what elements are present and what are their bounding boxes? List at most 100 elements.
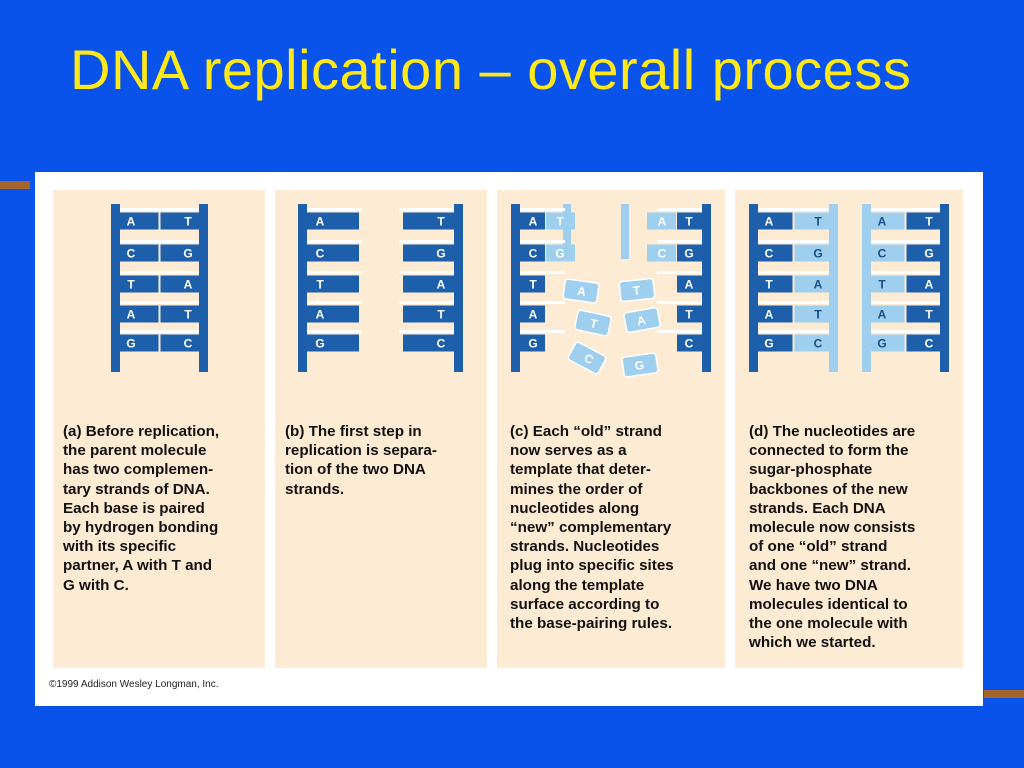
- base-label: T: [925, 308, 933, 322]
- white-divider: [657, 330, 702, 333]
- white-divider: [120, 208, 199, 211]
- white-divider: [307, 301, 362, 304]
- base-label: G: [877, 337, 886, 351]
- caption-line: surface according to: [510, 595, 660, 613]
- caption-line: strands. Nucleotides: [510, 538, 660, 556]
- caption-line: the base-pairing rules.: [510, 615, 673, 633]
- sugar-phosphate-backbone: [511, 204, 520, 372]
- base-block-right: [677, 212, 702, 230]
- caption-line: template that deter-: [510, 461, 651, 479]
- white-divider: [307, 271, 362, 274]
- base-label: C: [814, 337, 823, 351]
- white-divider: [520, 208, 565, 211]
- base-label: A: [814, 278, 823, 292]
- caption-line: has two complemen-: [63, 461, 214, 479]
- base-label: A: [925, 278, 934, 292]
- base-block-left: [520, 244, 545, 262]
- base-block-right: [677, 275, 702, 293]
- base-block-right: [403, 244, 454, 262]
- base-block-right: [160, 334, 199, 352]
- base-label: G: [126, 337, 135, 351]
- base-label: T: [814, 308, 822, 322]
- caption-line: (c) Each “old” strand: [510, 423, 662, 440]
- caption-line: sugar-phosphate: [749, 461, 873, 479]
- white-divider: [399, 240, 454, 243]
- base-block-right: [160, 275, 199, 293]
- white-divider: [871, 208, 940, 211]
- white-divider: [120, 330, 199, 333]
- base-label: A: [127, 215, 136, 229]
- base-label: G: [924, 247, 933, 261]
- panel-c-caption: (c) Each “old” strand now serves as a te…: [510, 422, 674, 633]
- white-divider: [399, 301, 454, 304]
- decorative-bar-left: [0, 181, 30, 189]
- white-divider: [307, 208, 362, 211]
- new-nucleotide: [546, 244, 575, 262]
- base-block-left: [120, 305, 159, 323]
- base-label: A: [437, 278, 446, 292]
- white-divider: [520, 301, 565, 304]
- white-divider: [307, 240, 362, 243]
- white-divider: [758, 271, 829, 274]
- caption-line: of one “old” strand: [749, 538, 888, 556]
- free-nucleotide: [567, 341, 607, 375]
- base-block-right: [677, 244, 702, 262]
- caption-line: “new” complementary: [510, 519, 672, 537]
- base-label: G: [684, 247, 693, 261]
- base-label: A: [878, 308, 887, 322]
- base-label: G: [813, 247, 822, 261]
- base-block-left: [307, 334, 359, 352]
- base-block-left: [120, 334, 159, 352]
- base-block-left: [758, 212, 793, 230]
- base-label: T: [437, 215, 445, 229]
- white-divider: [120, 271, 199, 274]
- copyright-credit: ©1999 Addison Wesley Longman, Inc.: [49, 679, 219, 690]
- base-block-right: [794, 305, 829, 323]
- caption-line: the parent molecule: [63, 442, 207, 460]
- new-nucleotide: [546, 212, 575, 230]
- base-label: G: [764, 337, 773, 351]
- base-label: T: [685, 215, 693, 229]
- caption-line: which we started.: [749, 634, 876, 652]
- base-label: C: [765, 247, 774, 261]
- base-block-right: [160, 244, 199, 262]
- base-block-right: [403, 212, 454, 230]
- base-label: A: [765, 215, 774, 229]
- base-block-left: [120, 212, 159, 230]
- base-label: C: [658, 247, 667, 261]
- free-nucleotide: [623, 306, 661, 334]
- sugar-phosphate-backbone: [749, 204, 758, 372]
- base-label: C: [316, 247, 325, 261]
- caption-line: We have two DNA: [749, 576, 878, 594]
- base-block-left: [871, 212, 905, 230]
- sugar-phosphate-backbone: [298, 204, 307, 372]
- caption-line: nucleotides along: [510, 499, 640, 517]
- caption-line: molecule now consists: [749, 519, 916, 537]
- new-backbone-segment: [563, 204, 571, 259]
- base-block-right: [160, 212, 199, 230]
- base-label: A: [529, 308, 538, 322]
- base-block-right: [906, 244, 940, 262]
- white-divider: [307, 330, 362, 333]
- sugar-phosphate-backbone: [111, 204, 120, 372]
- white-divider: [758, 208, 829, 211]
- sugar-phosphate-backbone: [940, 204, 949, 372]
- base-block-left: [871, 334, 905, 352]
- free-nucleotide: [618, 277, 656, 303]
- caption-line: (b) The first step in: [285, 423, 422, 440]
- white-divider: [657, 208, 702, 211]
- white-divider: [520, 330, 565, 333]
- base-block-right: [677, 305, 702, 323]
- base-label: T: [878, 278, 886, 292]
- panel-b-caption: (b) The first step in replication is sep…: [285, 422, 437, 499]
- base-label: A: [685, 278, 694, 292]
- caption-line: strands. Each DNA: [749, 499, 886, 517]
- base-label: G: [528, 337, 537, 351]
- sugar-phosphate-backbone: [199, 204, 208, 372]
- caption-line: along the template: [510, 576, 645, 594]
- base-block-right: [403, 275, 454, 293]
- base-block-left: [758, 334, 793, 352]
- base-block-left: [520, 334, 545, 352]
- caption-line: and one “new” strand.: [749, 557, 912, 575]
